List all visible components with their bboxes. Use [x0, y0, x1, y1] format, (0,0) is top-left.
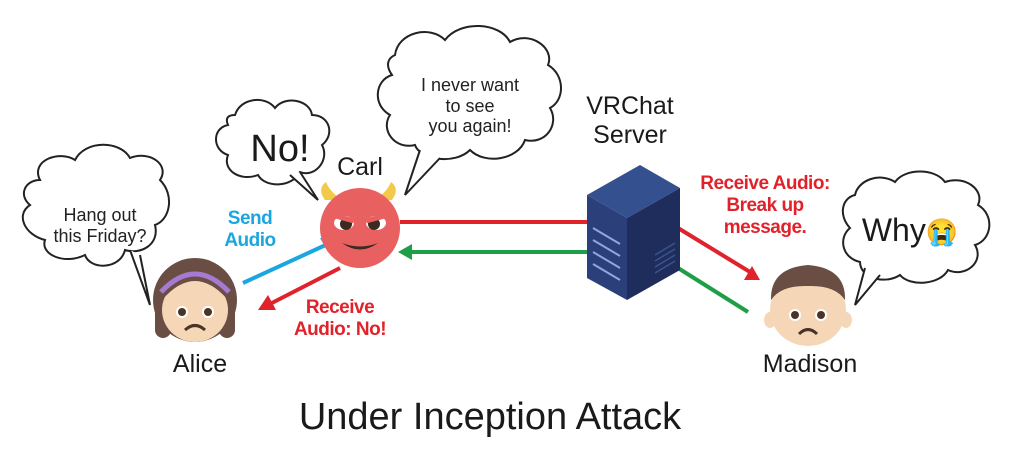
madison-speech-bubble: [841, 170, 991, 306]
carl-speech-bubble-long: [376, 25, 562, 196]
server-to-madison-green: [676, 266, 750, 314]
diagram-title: Under Inception Attack: [298, 396, 682, 438]
server-name: VRChat Server: [575, 92, 685, 150]
receive-breakup-label: Receive Audio: Break up message.: [690, 173, 840, 239]
server-to-madison-arrowhead: [744, 266, 760, 280]
carl-short-speech-text: No!: [250, 128, 310, 170]
server-to-carl-arrowhead: [398, 244, 412, 260]
receive-no-line: Receive: [305, 297, 375, 318]
madison-name: Madison: [762, 350, 858, 378]
send-audio-label: Send Audio: [215, 208, 285, 252]
send-audio-arrow: [242, 241, 331, 285]
server-icon: [587, 165, 680, 300]
carl-speech-bubble-short: [215, 99, 331, 201]
carl-speech-line: you again!: [428, 116, 512, 137]
carl-long-speech-text: I never want to see you again!: [400, 75, 540, 137]
send-audio-line: Send: [227, 208, 273, 229]
madison-speech-text: Why😭: [850, 212, 970, 249]
carl-speech-line: I never want: [420, 75, 520, 95]
alice-speech-text: Hang out this Friday?: [50, 205, 150, 246]
receive-no-arrow: [267, 266, 341, 307]
server-name-line: VRChat: [586, 92, 674, 120]
receive-no-arrowhead: [258, 295, 276, 310]
carl-speech-line: to see: [445, 95, 495, 116]
alice-speech-line: Hang out: [63, 205, 137, 225]
madison-speech-word: Why: [861, 212, 926, 248]
send-audio-line: Audio: [224, 229, 276, 251]
carl-devil-avatar: [320, 182, 400, 268]
server-name-line: Server: [593, 120, 667, 149]
receive-breakup-line: message.: [723, 216, 807, 238]
receive-breakup-line: Receive Audio:: [700, 173, 830, 194]
alice-speech-bubble: [21, 143, 170, 306]
madison-avatar: [764, 265, 852, 346]
receive-no-label: Receive Audio: No!: [285, 297, 395, 341]
carl-name: Carl: [337, 153, 383, 181]
alice-speech-line: this Friday?: [53, 225, 147, 246]
crying-face-icon: 😭: [925, 217, 959, 247]
alice-name: Alice: [172, 350, 228, 378]
alice-avatar: [153, 258, 237, 342]
server-to-madison-red: [676, 226, 752, 274]
receive-no-line: Audio: No!: [293, 318, 387, 340]
receive-breakup-line: Break up: [726, 194, 804, 216]
